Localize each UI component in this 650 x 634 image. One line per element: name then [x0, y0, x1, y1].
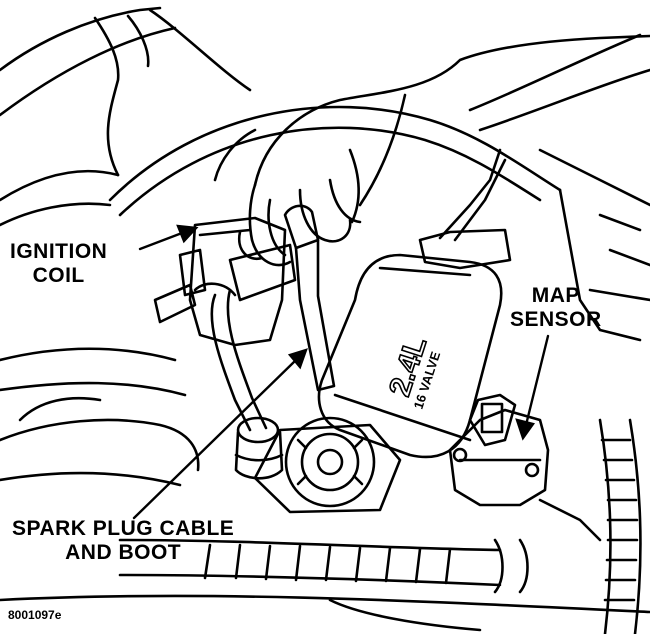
map-sensor-label-line1: MAP: [531, 284, 580, 307]
lower-hose: [118, 538, 502, 552]
hand: [253, 34, 650, 187]
ignition-coil-label: IGNITION COIL: [10, 240, 107, 287]
right-corrugated-hose: [598, 418, 612, 634]
spark-plug-arrow: [132, 358, 298, 520]
ignition-coil-arrow: [138, 231, 184, 251]
ignition-coil-label-line1: IGNITION: [10, 240, 108, 263]
figure-id: 8001097e: [8, 608, 62, 622]
ignition-coil-body: [188, 216, 287, 347]
spark-plug-label-line1: SPARK PLUG CABLE: [12, 517, 235, 540]
map-sensor-drawing: [448, 393, 550, 507]
callout-arrows: [132, 224, 550, 520]
oil-filler-cap: [253, 416, 402, 514]
map-sensor-label: MAP SENSOR: [510, 284, 602, 331]
spark-plug-cable: [210, 293, 252, 432]
spark-plug-boot: [283, 204, 320, 250]
upper-hose: [108, 105, 562, 202]
ignition-coil-label-line2: COIL: [32, 263, 85, 287]
map-sensor-arrow: [524, 334, 550, 427]
spark-plug-cable-label: SPARK PLUG CABLE AND BOOT: [12, 517, 234, 564]
fender-outline: [0, 6, 162, 72]
map-sensor-label-line2: SENSOR: [510, 307, 602, 331]
spark-plug-label-line2: AND BOOT: [65, 540, 182, 564]
